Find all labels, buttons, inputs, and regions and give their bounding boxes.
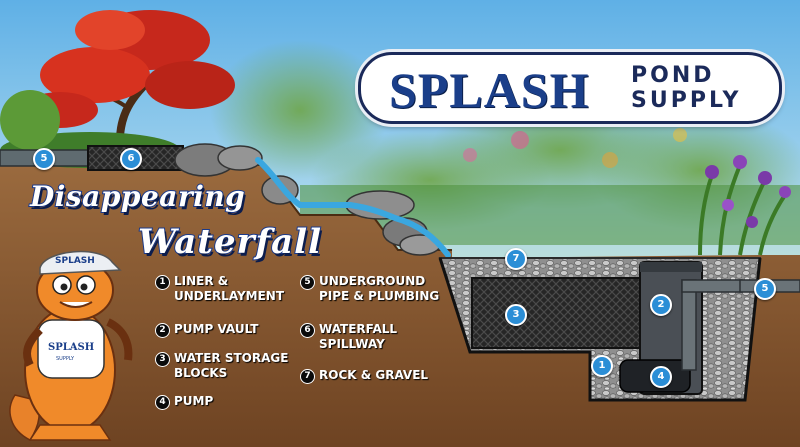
mascot-shirt-sub: SUPPLY <box>56 356 75 362</box>
marker-gravel: 7 <box>505 248 527 270</box>
logo-supply: SUPPLY <box>631 88 742 113</box>
logo-pond: POND <box>631 63 715 88</box>
legend-label: UNDERGROUND PIPE & PLUMBING <box>319 274 440 303</box>
legend-label: PUMP <box>174 394 214 408</box>
logo-brand: SPLASH <box>389 62 590 118</box>
legend-label: WATER STORAGE BLOCKS <box>174 351 289 380</box>
koi-mascot: SPLASH SPLASH SUPPLY <box>9 250 133 441</box>
legend-number: 1 <box>155 275 170 290</box>
legend-item: 6 WATERFALL SPILLWAY <box>300 322 397 352</box>
legend-number: 5 <box>300 275 315 290</box>
marker-vault: 2 <box>650 294 672 316</box>
legend-label: ROCK & GRAVEL <box>319 368 429 382</box>
legend-label: LINER & UNDERLAYMENT <box>174 274 285 303</box>
marker-pipe-right: 5 <box>754 278 776 300</box>
legend-item: 4 PUMP <box>155 394 213 410</box>
legend-item: 3 WATER STORAGE BLOCKS <box>155 351 288 381</box>
legend-number: 6 <box>300 323 315 338</box>
title-line1: Disappearing <box>29 179 246 214</box>
legend-number: 4 <box>155 395 170 410</box>
marker-spillway: 6 <box>120 148 142 170</box>
title-line2: Waterfall <box>137 221 322 263</box>
waterfall-rocks <box>174 143 441 256</box>
mascot-cap-text: SPLASH <box>55 256 95 266</box>
iris-plants <box>698 155 791 256</box>
legend-item: 1 LINER & UNDERLAYMENT <box>155 274 284 304</box>
marker-pipe-left: 5 <box>33 148 55 170</box>
legend-label: PUMP VAULT <box>174 322 259 336</box>
marker-liner: 1 <box>591 355 613 377</box>
legend-number: 2 <box>155 323 170 338</box>
marker-pump: 4 <box>650 366 672 388</box>
water-stream <box>255 157 451 258</box>
storage-blocks <box>471 277 645 349</box>
splash-logo: SPLASH POND SUPPLY <box>358 52 782 124</box>
legend-label: WATERFALL SPILLWAY <box>319 322 398 351</box>
legend-item: 7 ROCK & GRAVEL <box>300 368 428 384</box>
mascot-shirt-text: SPLASH <box>48 342 94 353</box>
legend-item: 5 UNDERGROUND PIPE & PLUMBING <box>300 274 439 304</box>
marker-blocks: 3 <box>505 304 527 326</box>
legend-number: 3 <box>155 352 170 367</box>
legend-item: 2 PUMP VAULT <box>155 322 258 338</box>
legend-number: 7 <box>300 369 315 384</box>
